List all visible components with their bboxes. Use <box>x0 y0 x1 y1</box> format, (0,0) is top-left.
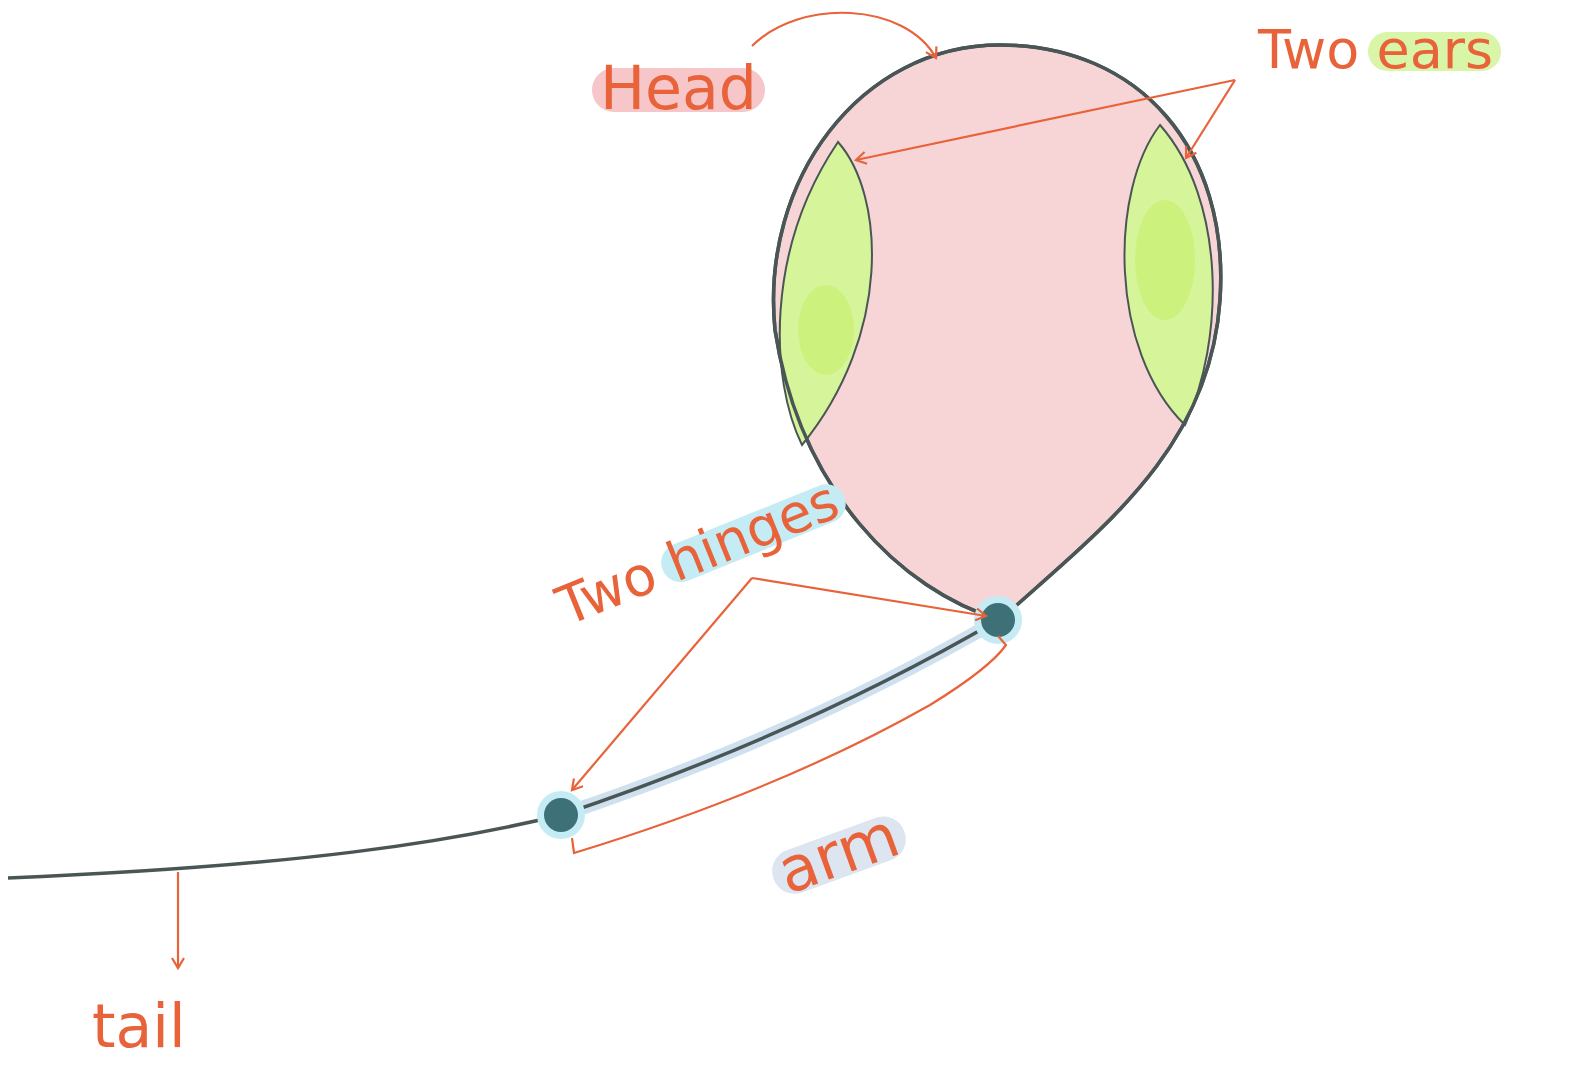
arm-glow <box>561 620 998 815</box>
part-label: Two hinges <box>548 469 848 641</box>
highlight <box>1368 32 1501 71</box>
highlight <box>592 68 765 111</box>
left-ear <box>780 142 872 445</box>
leader-line <box>1186 80 1235 158</box>
tail-line <box>8 815 561 878</box>
part-label: Head <box>600 52 757 124</box>
ear-shade <box>1135 200 1195 320</box>
part-label: Two ears <box>1258 18 1493 83</box>
leader-line <box>177 872 179 968</box>
part-label: arm <box>768 798 909 910</box>
arm-line <box>561 620 998 815</box>
ear-shade <box>798 285 854 375</box>
leader-line <box>856 80 1235 160</box>
hinge <box>981 603 1015 637</box>
hinge-halo <box>537 791 585 839</box>
highlight <box>656 478 852 587</box>
part-label: tail <box>92 990 186 1062</box>
leader-line <box>752 13 936 58</box>
highlight <box>766 810 912 900</box>
leader-line <box>752 578 986 616</box>
hinge <box>544 798 578 832</box>
arm-bracket <box>572 636 1006 853</box>
